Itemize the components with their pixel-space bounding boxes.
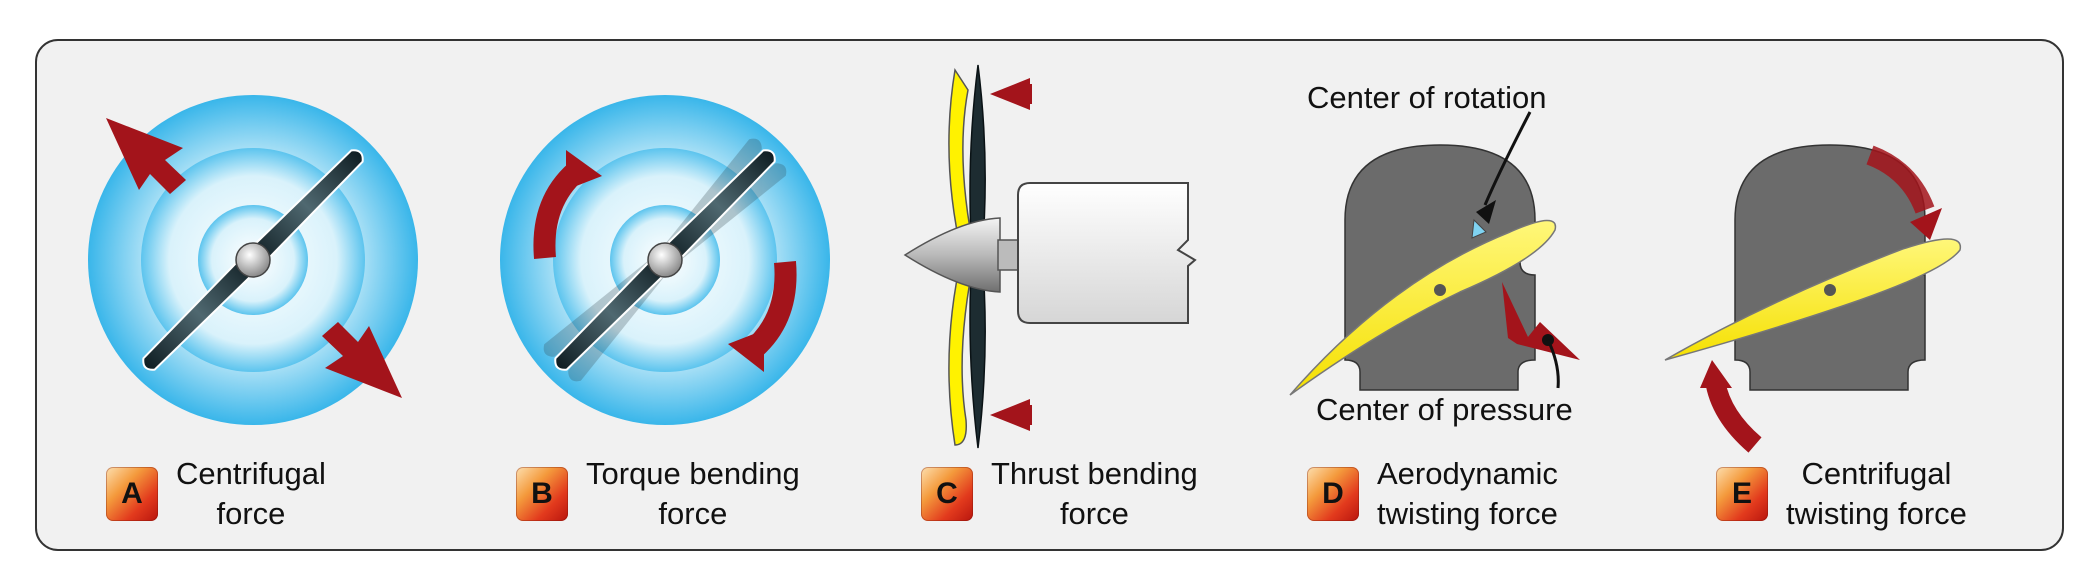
torque-arrowhead	[728, 330, 764, 372]
torque-arrowhead	[566, 150, 602, 190]
caption-b: B Torque bending force	[516, 454, 800, 534]
badge-e: E	[1716, 467, 1768, 521]
caption-c: C Thrust bending force	[921, 454, 1198, 534]
airfoil-pivot-d	[1434, 284, 1446, 296]
panel-a-illustration	[88, 95, 418, 425]
panel-d-illustration	[1289, 111, 1580, 396]
airfoil-d	[1289, 219, 1557, 396]
thrust-arrow-tail	[1026, 405, 1032, 425]
pressure-pointer	[1546, 339, 1560, 389]
badge-d: D	[1307, 467, 1359, 521]
centrifugal-arrow-up	[106, 118, 186, 194]
panel-b-illustration	[500, 95, 830, 425]
caption-c-line2: force	[1059, 496, 1129, 531]
caption-a: A Centrifugal force	[106, 454, 326, 534]
caption-e-line2: twisting force	[1786, 496, 1967, 531]
engine-block	[1017, 182, 1197, 324]
aerodynamic-force-arrow	[1502, 282, 1580, 360]
center-of-rotation-marker	[1471, 218, 1487, 239]
twisting-arrowhead	[1910, 208, 1942, 240]
badge-a: A	[106, 467, 158, 521]
thrust-arrow-bottom	[990, 399, 1030, 431]
propeller-blade-b	[554, 149, 776, 371]
centrifugal-arrow-down	[322, 322, 402, 398]
caption-d-line1: Aerodynamic	[1377, 456, 1558, 491]
panel-e-illustration	[1664, 144, 1961, 453]
hub-b	[647, 242, 683, 278]
airfoil-e	[1664, 238, 1961, 361]
caption-b-line2: force	[658, 496, 728, 531]
rotation-pointer	[1483, 111, 1532, 206]
caption-b-line1: Torque bending	[586, 456, 800, 491]
caption-a-line1: Centrifugal	[176, 456, 326, 491]
airfoil-pivot-e	[1824, 284, 1836, 296]
center-of-rotation-label: Center of rotation	[1307, 80, 1547, 115]
twisting-arrow-upper	[1866, 145, 1935, 214]
thrust-arrow-top	[990, 78, 1030, 110]
center-of-pressure-label: Center of pressure	[1316, 392, 1573, 427]
pointer-head	[1476, 200, 1496, 224]
badge-c: C	[921, 467, 973, 521]
twisting-arrowhead	[1700, 360, 1732, 388]
hub-a	[235, 242, 271, 278]
panel-c-illustration	[903, 64, 1197, 449]
caption-e: E Centrifugal twisting force	[1716, 454, 1967, 534]
thrust-arrow-tail	[1026, 84, 1032, 104]
caption-e-line1: Centrifugal	[1801, 456, 1952, 491]
caption-a-line2: force	[216, 496, 286, 531]
caption-d: D Aerodynamic twisting force	[1307, 454, 1558, 534]
badge-b: B	[516, 467, 568, 521]
caption-c-line1: Thrust bending	[991, 456, 1198, 491]
propeller-blade-a	[142, 149, 364, 371]
caption-d-line2: twisting force	[1377, 496, 1558, 531]
